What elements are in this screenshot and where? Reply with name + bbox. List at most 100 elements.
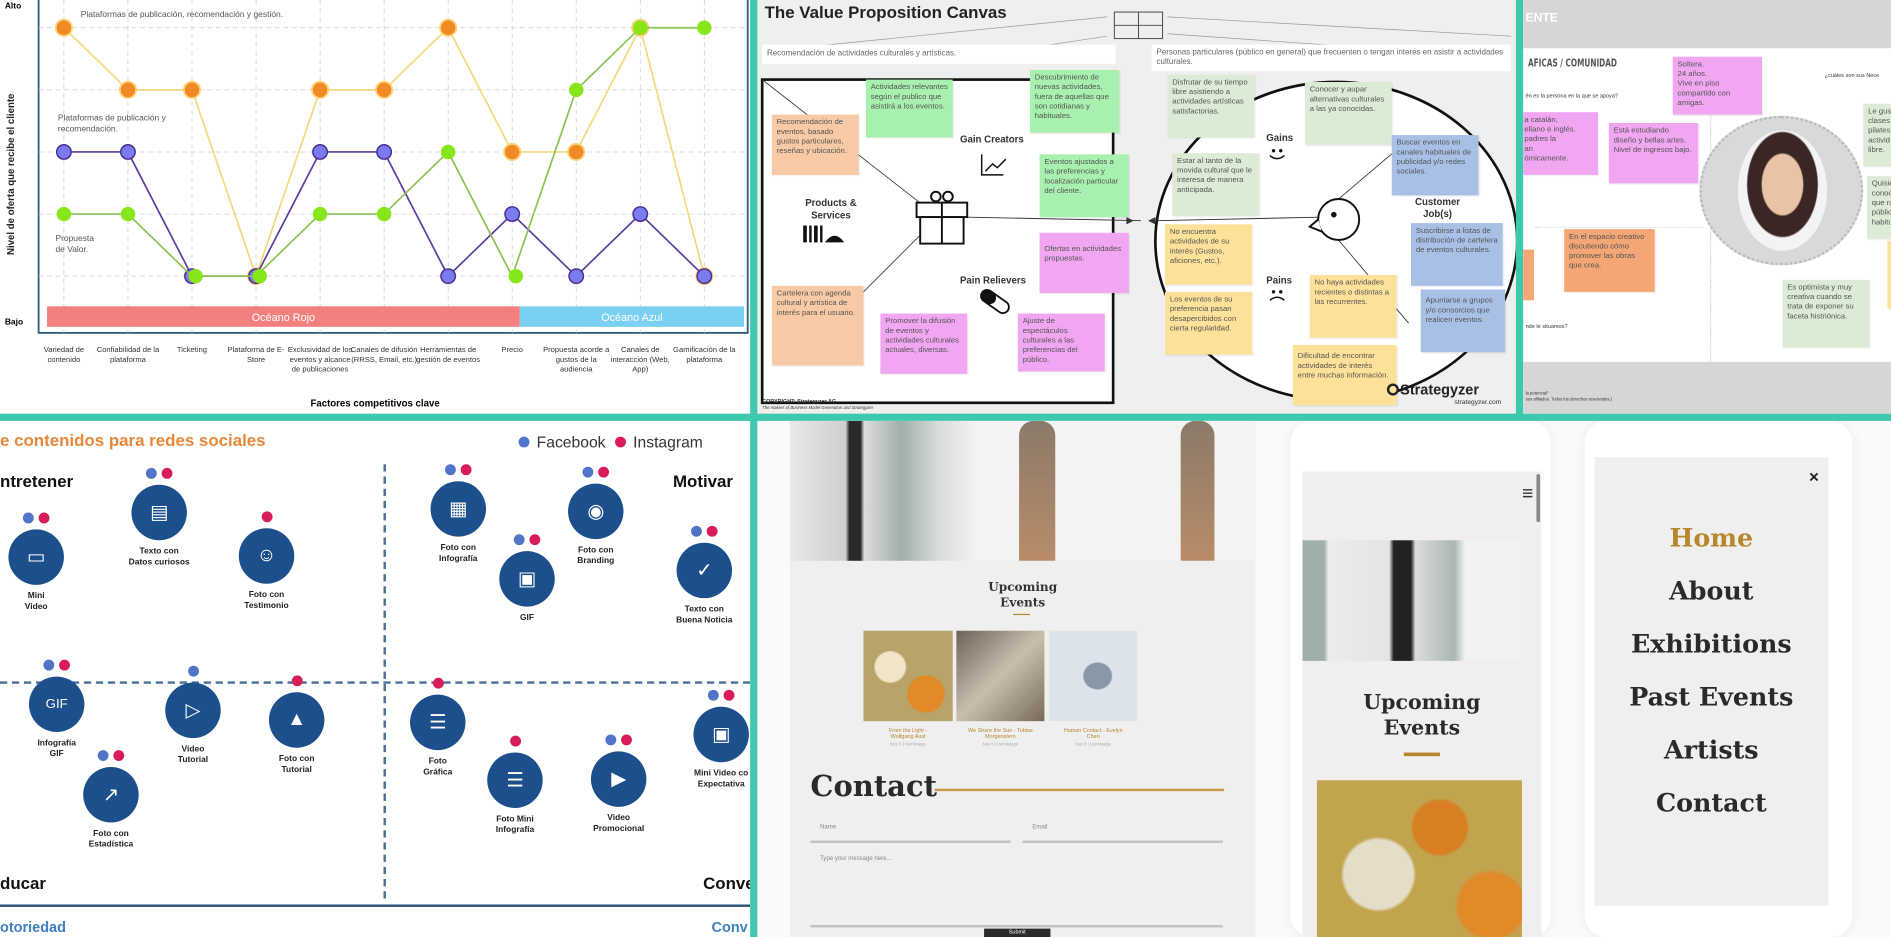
facebook-dot-icon	[518, 436, 530, 448]
content-type-item: ▤Texto con Datos curiosos	[105, 467, 214, 568]
series-point	[504, 144, 520, 160]
contact-rule	[934, 788, 1225, 792]
hand-image	[1180, 420, 1215, 561]
tablet-gif-icon: GIF	[28, 676, 85, 733]
series-point	[632, 206, 649, 223]
series-point	[120, 82, 136, 98]
event-title[interactable]: We Share the Sun - Tobias Morgenstern	[968, 727, 1033, 740]
content-type-label: Mini Video	[24, 592, 48, 612]
persona-footer: la potencial" sus afiliados. Todos los d…	[1523, 361, 1891, 414]
quadrant-educate: ducar	[0, 873, 46, 893]
section-title: AFICAS / COMUNIDAD	[1528, 57, 1618, 70]
close-icon[interactable]: ×	[1809, 466, 1819, 487]
email-field[interactable]: Email	[1022, 819, 1223, 843]
name-field[interactable]: Name	[810, 819, 1011, 843]
sticky-pain: Los eventos de su preferencia pasan desa…	[1164, 291, 1252, 355]
platform-dots	[212, 511, 321, 523]
sticky-note: Soltera. 24 años. Vive en piso compartid…	[1672, 56, 1762, 115]
legend-instagram: Instagram	[615, 433, 703, 451]
avatar	[1737, 130, 1828, 251]
event-image[interactable]	[1049, 630, 1138, 722]
x-tick-label: Canales de interacción (Web, App)	[610, 346, 670, 374]
x-tick-label: Canales de difusión (RRSS, Email, etc.)	[350, 346, 418, 365]
line-chart-icon: ↗	[83, 767, 139, 823]
series-annotation-3: Propuesta de Valor.	[55, 235, 94, 255]
divider	[1710, 66, 1712, 414]
series-point	[56, 206, 72, 222]
doc-check-icon: ✓	[676, 542, 733, 599]
footer-right: Conv	[711, 918, 748, 936]
event-title[interactable]: From the Light - Wolfgang Aust	[888, 727, 928, 740]
menu-item-home[interactable]: Home	[1669, 522, 1754, 553]
instagram-dot-icon	[59, 659, 70, 671]
brand-name: Strategyzer	[1400, 381, 1480, 398]
value-proposition-description: Recomendación de actividades culturales …	[762, 44, 1116, 64]
value-proposition-canvas: The Value Proposition Canvas	[757, 0, 1516, 414]
sticky-customer-job: Suscribirse a listas de distribución de …	[1411, 223, 1503, 286]
series-point	[56, 20, 72, 35]
strategyzer-logo: Strategyzer	[1386, 381, 1480, 398]
submit-button[interactable]: Submit	[984, 928, 1051, 937]
label-gain-creators: Gain Creators	[959, 133, 1024, 145]
series-point	[188, 268, 203, 284]
content-type-item: ✓Texto con Buena Noticia	[650, 525, 750, 626]
y-tick-bajo: Bajo	[4, 318, 24, 327]
event-image[interactable]	[863, 630, 953, 722]
scrollbar[interactable]	[1536, 473, 1541, 523]
menu-item-artists[interactable]: Artists	[1664, 734, 1759, 765]
series-point	[312, 206, 328, 222]
series-point	[697, 20, 712, 35]
event-image[interactable]	[956, 630, 1045, 722]
products-icon	[803, 225, 845, 243]
menu-item-about[interactable]: About	[1669, 575, 1754, 606]
content-type-item: ◉Foto con Branding	[541, 466, 650, 567]
x-tick-label: Confiabilidad de la plataforma	[96, 346, 160, 365]
series-point	[440, 144, 456, 160]
sticky-product: Recomendación de eventos, basado gustos …	[771, 114, 859, 175]
ocean-band-label: Océano Rojo	[252, 312, 315, 324]
series-point	[376, 82, 392, 98]
copyright-sub: The makers of Business Model Generation …	[762, 405, 874, 411]
platform-dots	[404, 464, 513, 476]
quadrant-motivate: Motivar	[672, 471, 734, 491]
vpc-title: The Value Proposition Canvas	[764, 2, 1007, 22]
series-point	[120, 206, 136, 222]
label-products-services: Products & Services	[805, 197, 857, 221]
image-file-icon: ▲	[268, 692, 325, 748]
message-field[interactable]: Type your message here...	[810, 850, 1223, 928]
horizontal-divider	[0, 681, 751, 684]
menu-item-exhibitions[interactable]: Exhibitions	[1630, 628, 1792, 659]
menu-item-contact[interactable]: Contact	[1655, 787, 1767, 818]
content-type-item: ▲Foto con Tutorial	[242, 675, 351, 775]
instagram-dot-icon	[113, 750, 125, 761]
platform-dots	[461, 735, 570, 747]
user-photo-icon: ☺	[238, 528, 295, 584]
event-meta: Nov 5 | Vernissage	[890, 741, 926, 747]
instagram-dot-icon	[621, 734, 632, 746]
y-axis-title: Nivel de oferta que recibe el cliente	[5, 93, 17, 255]
series-point	[508, 268, 524, 284]
customer-face-icon	[1307, 198, 1361, 241]
sticky-note: Quisie conoc que n públic habitu	[1866, 176, 1891, 239]
desktop-mockup: Upcoming Events From the Light - Wolfgan…	[789, 420, 1256, 937]
event-meta: Nov 5 | Vernissage	[1075, 741, 1111, 747]
sticky-customer-job: Apuntarse a grupos y/o consorcios que re…	[1420, 289, 1506, 353]
instagram-dot-icon	[509, 735, 521, 747]
persona-header-title: ENTE	[1525, 12, 1558, 26]
content-type-item: ▭Mini Video	[0, 512, 90, 613]
event-title[interactable]: Human Contact - Evelyn Chen	[1063, 727, 1123, 740]
menu-item-past-events[interactable]: Past Events	[1629, 681, 1794, 712]
x-axis-title: Factores competitivos clave	[310, 397, 440, 409]
label-customer-jobs: Customer Job(s)	[1415, 196, 1461, 220]
platform-dots	[57, 750, 166, 761]
content-type-item: ▦Foto con Infografía	[404, 464, 513, 564]
content-type-label: Foto Mini Infografía	[495, 815, 535, 835]
series-point	[568, 82, 584, 98]
sticky-customer-job: Buscar eventos en canales habituales de …	[1391, 135, 1479, 196]
mobile-mockup-menu: × Home About Exhibitions Past Events Art…	[1584, 420, 1853, 937]
event-image[interactable]	[1316, 780, 1522, 937]
series-point	[568, 144, 584, 160]
hamburger-menu-icon[interactable]: ≡	[1521, 483, 1534, 505]
